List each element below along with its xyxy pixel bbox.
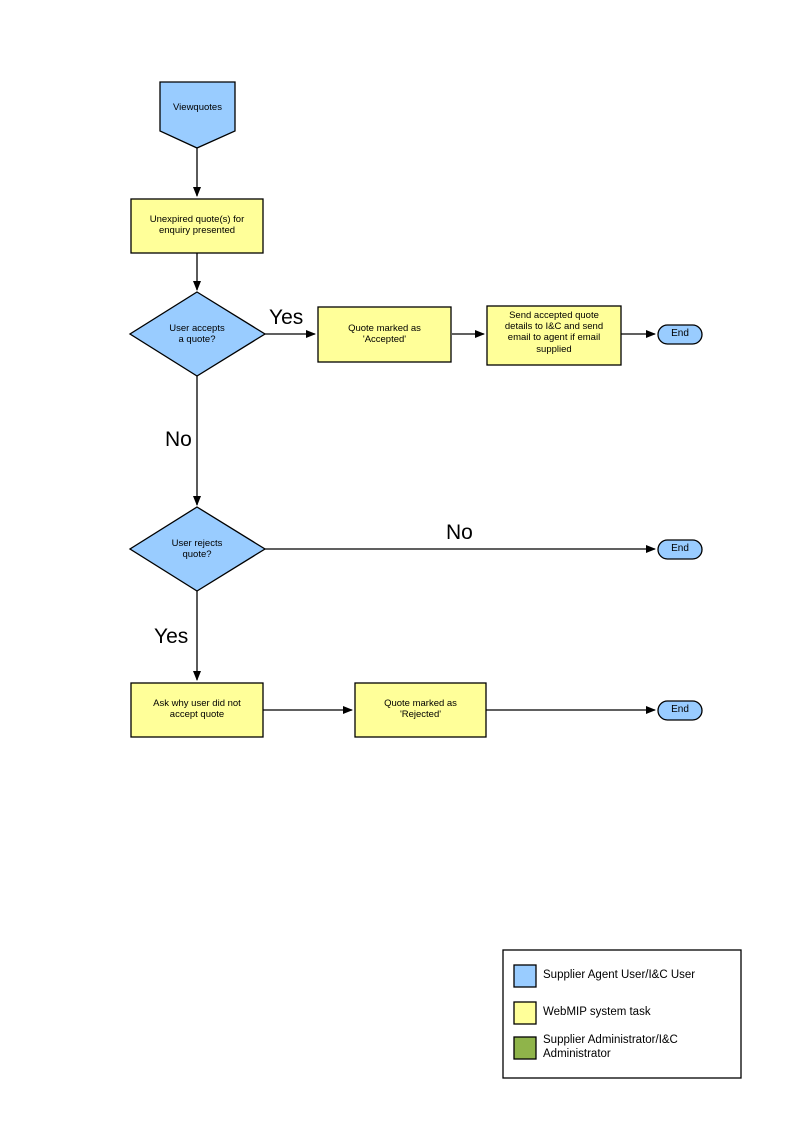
legend-label-webmip-system: WebMIP system task xyxy=(543,1006,651,1018)
legend-label-supplier-agent: Supplier Agent User/I&C User xyxy=(543,969,696,981)
node-start-shape[interactable] xyxy=(159,81,236,149)
edge-label-rejects-yes: Yes xyxy=(154,625,189,648)
node-unexpired-shape[interactable] xyxy=(130,198,264,254)
node-end3-shape[interactable] xyxy=(657,700,703,721)
node-accepted-shape[interactable] xyxy=(317,306,452,363)
node-sendinfo-shape[interactable] xyxy=(486,305,622,366)
edge-label-accepts-yes: Yes xyxy=(269,306,304,329)
legend-swatch-webmip-system xyxy=(513,1001,537,1025)
node-accepts-shape[interactable] xyxy=(128,291,267,377)
node-askwhy-shape[interactable] xyxy=(130,682,264,738)
legend-swatch-supplier-administrator xyxy=(513,1036,537,1060)
node-rejected-shape[interactable] xyxy=(354,682,487,738)
legend-box xyxy=(502,949,742,1079)
node-rejects-shape[interactable] xyxy=(128,506,267,592)
node-end2-shape[interactable] xyxy=(657,539,703,560)
legend-swatch-supplier-agent xyxy=(513,964,537,988)
edge-label-accepts-no: No xyxy=(165,428,192,451)
edge-label-rejects-no: No xyxy=(446,521,473,544)
node-end1-shape[interactable] xyxy=(657,324,703,345)
legend-label-supplier-administrator: Supplier Administrator/I&C Administrator xyxy=(543,1034,678,1061)
